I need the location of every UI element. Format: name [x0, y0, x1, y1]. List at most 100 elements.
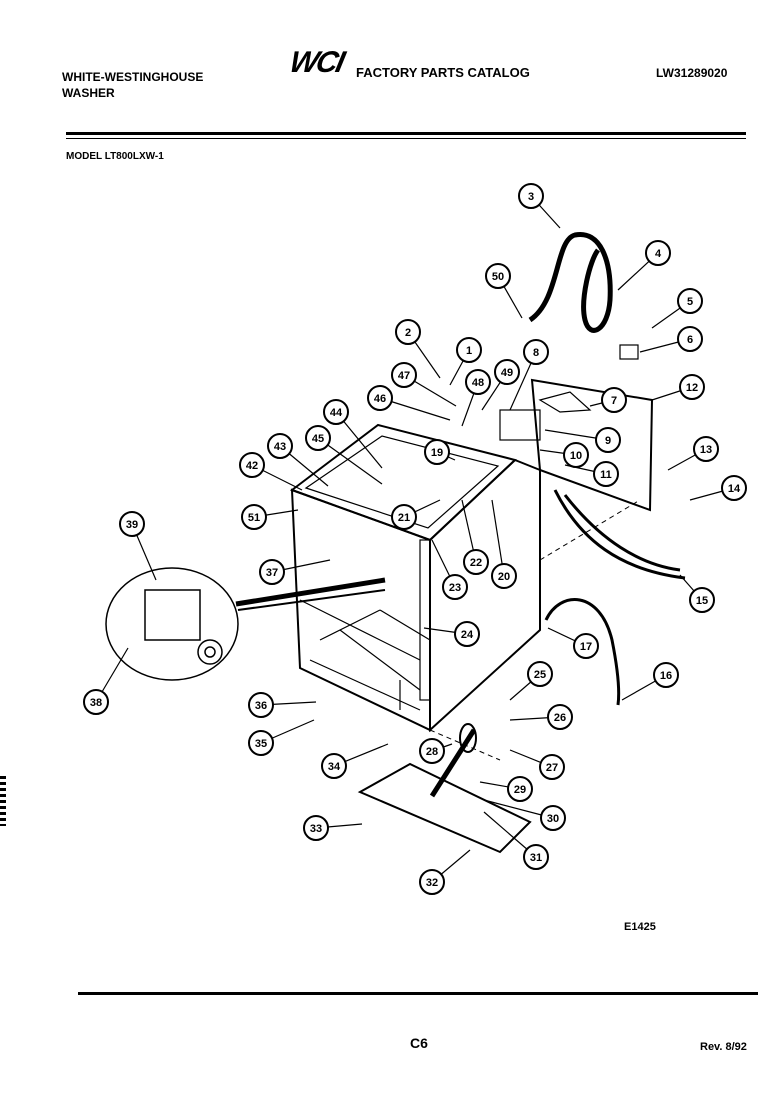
motor-detail: [105, 567, 386, 681]
washer-cabinet: [289, 423, 541, 733]
callout-number-51: 51: [248, 512, 260, 524]
control-panel: [499, 344, 654, 512]
callout-circle-7: [601, 387, 627, 413]
callout-circle-14: [721, 475, 747, 501]
callout-number-30: 30: [547, 813, 559, 825]
fill-hose: [528, 232, 613, 333]
callout-circle-45: [305, 425, 331, 451]
callout-number-48: 48: [472, 377, 484, 389]
callout-number-11: 11: [600, 469, 612, 481]
callout-circle-50: [485, 263, 511, 289]
catalog-title: FACTORY PARTS CATALOG: [356, 65, 530, 80]
callout-number-7: 7: [611, 395, 617, 407]
callout-number-26: 26: [554, 712, 566, 724]
callout-circle-34: [321, 753, 347, 779]
callout-number-44: 44: [330, 407, 343, 419]
callout-circle-8: [523, 339, 549, 365]
callout-number-37: 37: [266, 567, 278, 579]
callout-circle-30: [540, 805, 566, 831]
callout-number-33: 33: [310, 823, 322, 835]
model-number: MODEL LT800LXW-1: [66, 151, 164, 162]
callout-circle-9: [595, 427, 621, 453]
callout-circle-11: [593, 461, 619, 487]
callout-leader-45: [317, 437, 383, 485]
callout-circle-1: [456, 337, 482, 363]
callout-circle-20: [491, 563, 517, 589]
callout-number-15: 15: [696, 595, 708, 607]
callout-number-21: 21: [398, 512, 410, 524]
callout-number-14: 14: [728, 483, 741, 495]
callout-circle-27: [539, 754, 565, 780]
callout-number-9: 9: [605, 435, 611, 447]
callout-number-25: 25: [534, 669, 546, 681]
callout-circle-47: [391, 362, 417, 388]
callout-circle-23: [442, 574, 468, 600]
callout-circle-25: [527, 661, 553, 687]
callout-number-28: 28: [426, 746, 438, 758]
drawing-code: E1425: [624, 921, 656, 933]
callout-number-4: 4: [655, 248, 662, 260]
callout-number-24: 24: [461, 629, 474, 641]
callout-number-12: 12: [686, 382, 698, 394]
callout-circle-6: [677, 326, 703, 352]
callout-circle-3: [518, 183, 544, 209]
binding-edge-mark: [0, 776, 6, 826]
callout-number-47: 47: [398, 370, 410, 382]
callout-circle-15: [689, 587, 715, 613]
callout-number-29: 29: [514, 784, 526, 796]
callout-circle-31: [523, 844, 549, 870]
callout-number-36: 36: [255, 700, 267, 712]
callout-circle-49: [494, 359, 520, 385]
callout-circle-42: [239, 452, 265, 478]
callout-number-8: 8: [533, 347, 539, 359]
callout-labels: 1234567891011121314151617192021222324252…: [83, 183, 747, 895]
callout-number-17: 17: [580, 641, 592, 653]
callout-circle-36: [248, 692, 274, 718]
callout-circle-17: [573, 633, 599, 659]
callout-circle-43: [267, 433, 293, 459]
callout-number-22: 22: [470, 557, 482, 569]
callout-circle-29: [507, 776, 533, 802]
callout-number-43: 43: [274, 441, 286, 453]
callout-number-10: 10: [570, 450, 582, 462]
callout-number-19: 19: [431, 447, 443, 459]
callout-number-39: 39: [126, 519, 138, 531]
callout-circle-12: [679, 374, 705, 400]
callout-circle-37: [259, 559, 285, 585]
callout-number-2: 2: [405, 327, 411, 339]
callout-circle-33: [303, 815, 329, 841]
callout-circle-38: [83, 689, 109, 715]
callout-circle-26: [547, 704, 573, 730]
callout-circle-22: [463, 549, 489, 575]
callout-circle-44: [323, 399, 349, 425]
callout-number-6: 6: [687, 334, 693, 346]
callout-number-42: 42: [246, 460, 258, 472]
callout-number-1: 1: [466, 345, 472, 357]
callout-circle-32: [419, 869, 445, 895]
callout-number-31: 31: [530, 852, 542, 864]
callout-number-35: 35: [255, 738, 267, 750]
callout-circle-13: [693, 436, 719, 462]
callout-number-32: 32: [426, 877, 438, 889]
callout-circle-2: [395, 319, 421, 345]
callout-circle-48: [465, 369, 491, 395]
callout-number-20: 20: [498, 571, 510, 583]
brand-line-2: WASHER: [62, 86, 115, 100]
header-rule-thick: [66, 132, 746, 135]
callout-circle-39: [119, 511, 145, 537]
callout-circle-28: [419, 738, 445, 764]
inlet-hoses: [544, 489, 686, 706]
callout-number-16: 16: [660, 670, 672, 682]
page-number: C6: [410, 1035, 428, 1051]
callout-circle-16: [653, 662, 679, 688]
footer-rule: [78, 992, 758, 995]
callout-number-45: 45: [312, 433, 324, 445]
callout-number-50: 50: [492, 271, 504, 283]
brand-line-1: WHITE-WESTINGHOUSE: [62, 70, 204, 84]
callout-number-5: 5: [687, 296, 693, 308]
base-panel: [357, 723, 532, 854]
document-number: LW31289020: [656, 66, 728, 80]
callout-circle-19: [424, 439, 450, 465]
callout-circle-4: [645, 240, 671, 266]
